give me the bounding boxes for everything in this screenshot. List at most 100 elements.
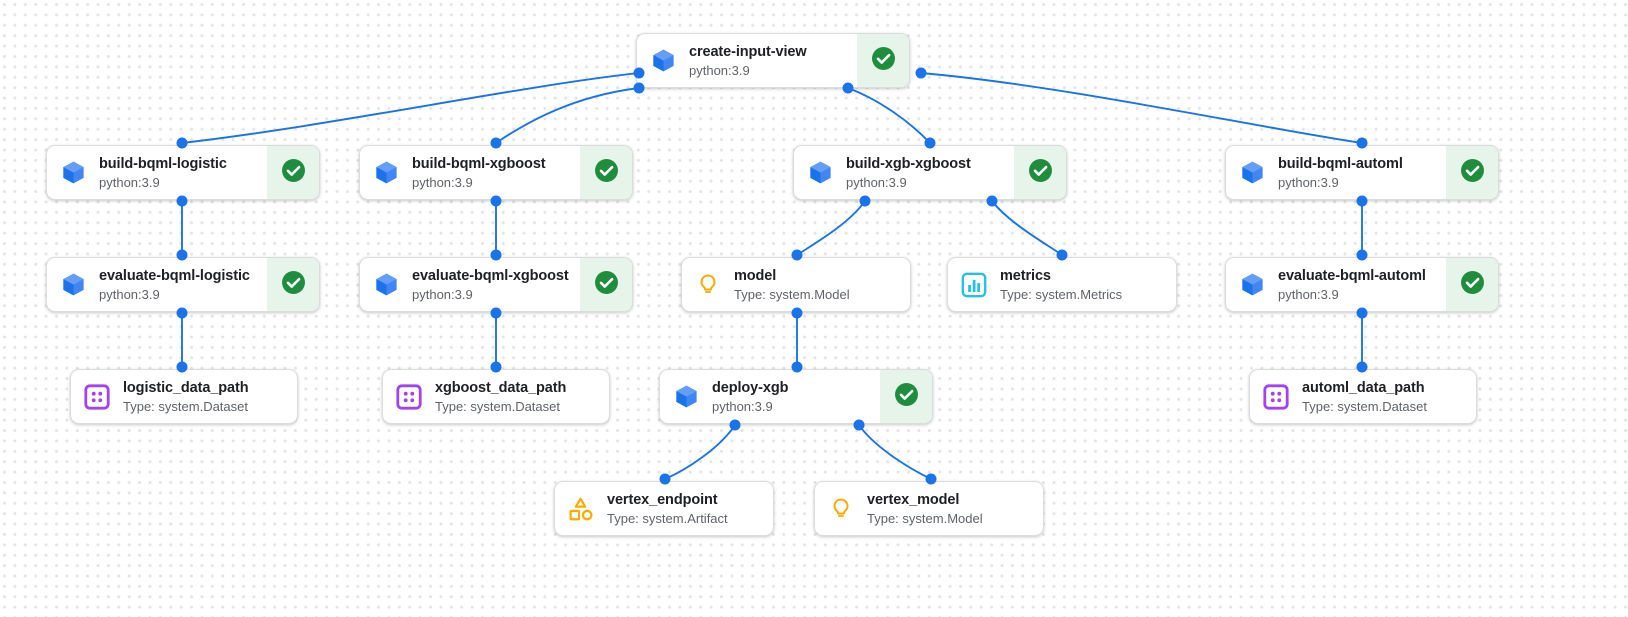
- port-model-out[interactable]: [791, 307, 803, 319]
- cube-icon: [360, 271, 412, 298]
- status-badge: [1446, 146, 1498, 199]
- node-title: build-bqml-xgboost: [412, 155, 546, 172]
- node-subtitle: Type: system.Dataset: [435, 398, 560, 414]
- port-build-bqml-xgboost-out[interactable]: [490, 195, 502, 207]
- node-title: xgboost_data_path: [435, 379, 567, 396]
- port-build-bqml-logistic-in[interactable]: [176, 137, 188, 149]
- port-model-in[interactable]: [791, 249, 803, 261]
- port-evaluate-bqml-automl-in[interactable]: [1356, 249, 1368, 261]
- port-deploy-xgb-in[interactable]: [791, 361, 803, 373]
- status-badge: [580, 258, 632, 311]
- check-icon: [1459, 157, 1486, 189]
- port-automl-data-path-in[interactable]: [1356, 361, 1368, 373]
- port-build-bqml-automl-in[interactable]: [1356, 137, 1368, 149]
- cube-icon: [660, 383, 712, 410]
- cube-icon: [47, 159, 99, 186]
- check-icon: [870, 45, 897, 77]
- node-title: logistic_data_path: [123, 379, 249, 396]
- node-subtitle: python:3.9: [1278, 286, 1339, 302]
- bar-chart-icon: [948, 271, 1000, 299]
- port-xgboost-data-path-in[interactable]: [490, 361, 502, 373]
- status-badge: [267, 258, 319, 311]
- port-create-input-view-out-bottom[interactable]: [633, 82, 645, 94]
- port-build-bqml-logistic-out[interactable]: [176, 195, 188, 207]
- check-icon: [1459, 269, 1486, 301]
- check-icon: [893, 381, 920, 413]
- artifact-shapes-icon: [555, 495, 607, 523]
- node-title: build-bqml-automl: [1278, 155, 1403, 172]
- port-build-xgb-xgboost-out-right[interactable]: [986, 195, 998, 207]
- edge-create-input-view-to-build-bqml-automl: [920, 72, 1363, 144]
- node-subtitle: python:3.9: [412, 286, 473, 302]
- status-badge: [1446, 258, 1498, 311]
- check-icon: [1027, 157, 1054, 189]
- node-text: build-bqml-automl python:3.9: [1278, 155, 1446, 191]
- port-build-xgb-xgboost-in[interactable]: [924, 137, 936, 149]
- port-vertex-model-in[interactable]: [925, 473, 937, 485]
- port-evaluate-bqml-logistic-out[interactable]: [176, 307, 188, 319]
- port-deploy-xgb-out-right[interactable]: [853, 419, 865, 431]
- edge-deploy-xgb-to-vertex_model: [858, 424, 932, 480]
- status-badge: [580, 146, 632, 199]
- port-evaluate-bqml-logistic-in[interactable]: [176, 249, 188, 261]
- port-build-bqml-automl-out[interactable]: [1356, 195, 1368, 207]
- node-subtitle: Type: system.Model: [734, 286, 850, 302]
- port-create-input-view-out-right[interactable]: [842, 82, 854, 94]
- dataset-icon: [1250, 383, 1302, 411]
- edge-create-input-view-to-build-xgb-xgboost: [847, 87, 931, 144]
- node-subtitle: python:3.9: [689, 62, 750, 78]
- port-evaluate-bqml-xgboost-in[interactable]: [490, 249, 502, 261]
- node-subtitle: python:3.9: [1278, 174, 1339, 190]
- dataset-icon: [383, 383, 435, 411]
- edge-build-xgb-xgboost-to-metrics: [991, 200, 1063, 256]
- port-metrics-in[interactable]: [1056, 249, 1068, 261]
- port-logistic-data-path-in[interactable]: [176, 361, 188, 373]
- cube-icon: [1226, 271, 1278, 298]
- node-title: vertex_model: [867, 491, 960, 508]
- node-subtitle: Type: system.Artifact: [607, 510, 728, 526]
- node-subtitle: Type: system.Metrics: [1000, 286, 1123, 302]
- port-build-xgb-xgboost-out-left[interactable]: [859, 195, 871, 207]
- node-title: metrics: [1000, 267, 1051, 284]
- port-vertex-endpoint-in[interactable]: [659, 473, 671, 485]
- lightbulb-icon: [682, 272, 734, 298]
- port-evaluate-bqml-automl-out[interactable]: [1356, 307, 1368, 319]
- node-subtitle: Type: system.Dataset: [123, 398, 248, 414]
- port-create-input-view-out-far[interactable]: [915, 67, 927, 79]
- port-evaluate-bqml-xgboost-out[interactable]: [490, 307, 502, 319]
- edge-create-input-view-to-build-bqml-xgboost: [495, 87, 640, 144]
- port-deploy-xgb-out-left[interactable]: [729, 419, 741, 431]
- cube-icon: [47, 271, 99, 298]
- node-title: automl_data_path: [1302, 379, 1425, 396]
- node-build-bqml-automl[interactable]: build-bqml-automl python:3.9: [1225, 145, 1499, 200]
- port-build-bqml-xgboost-in[interactable]: [490, 137, 502, 149]
- node-title: vertex_endpoint: [607, 491, 718, 508]
- node-title: build-xgb-xgboost: [846, 155, 971, 172]
- port-create-input-view-out-left[interactable]: [633, 67, 645, 79]
- node-title: deploy-xgb: [712, 379, 789, 396]
- node-title: build-bqml-logistic: [99, 155, 227, 172]
